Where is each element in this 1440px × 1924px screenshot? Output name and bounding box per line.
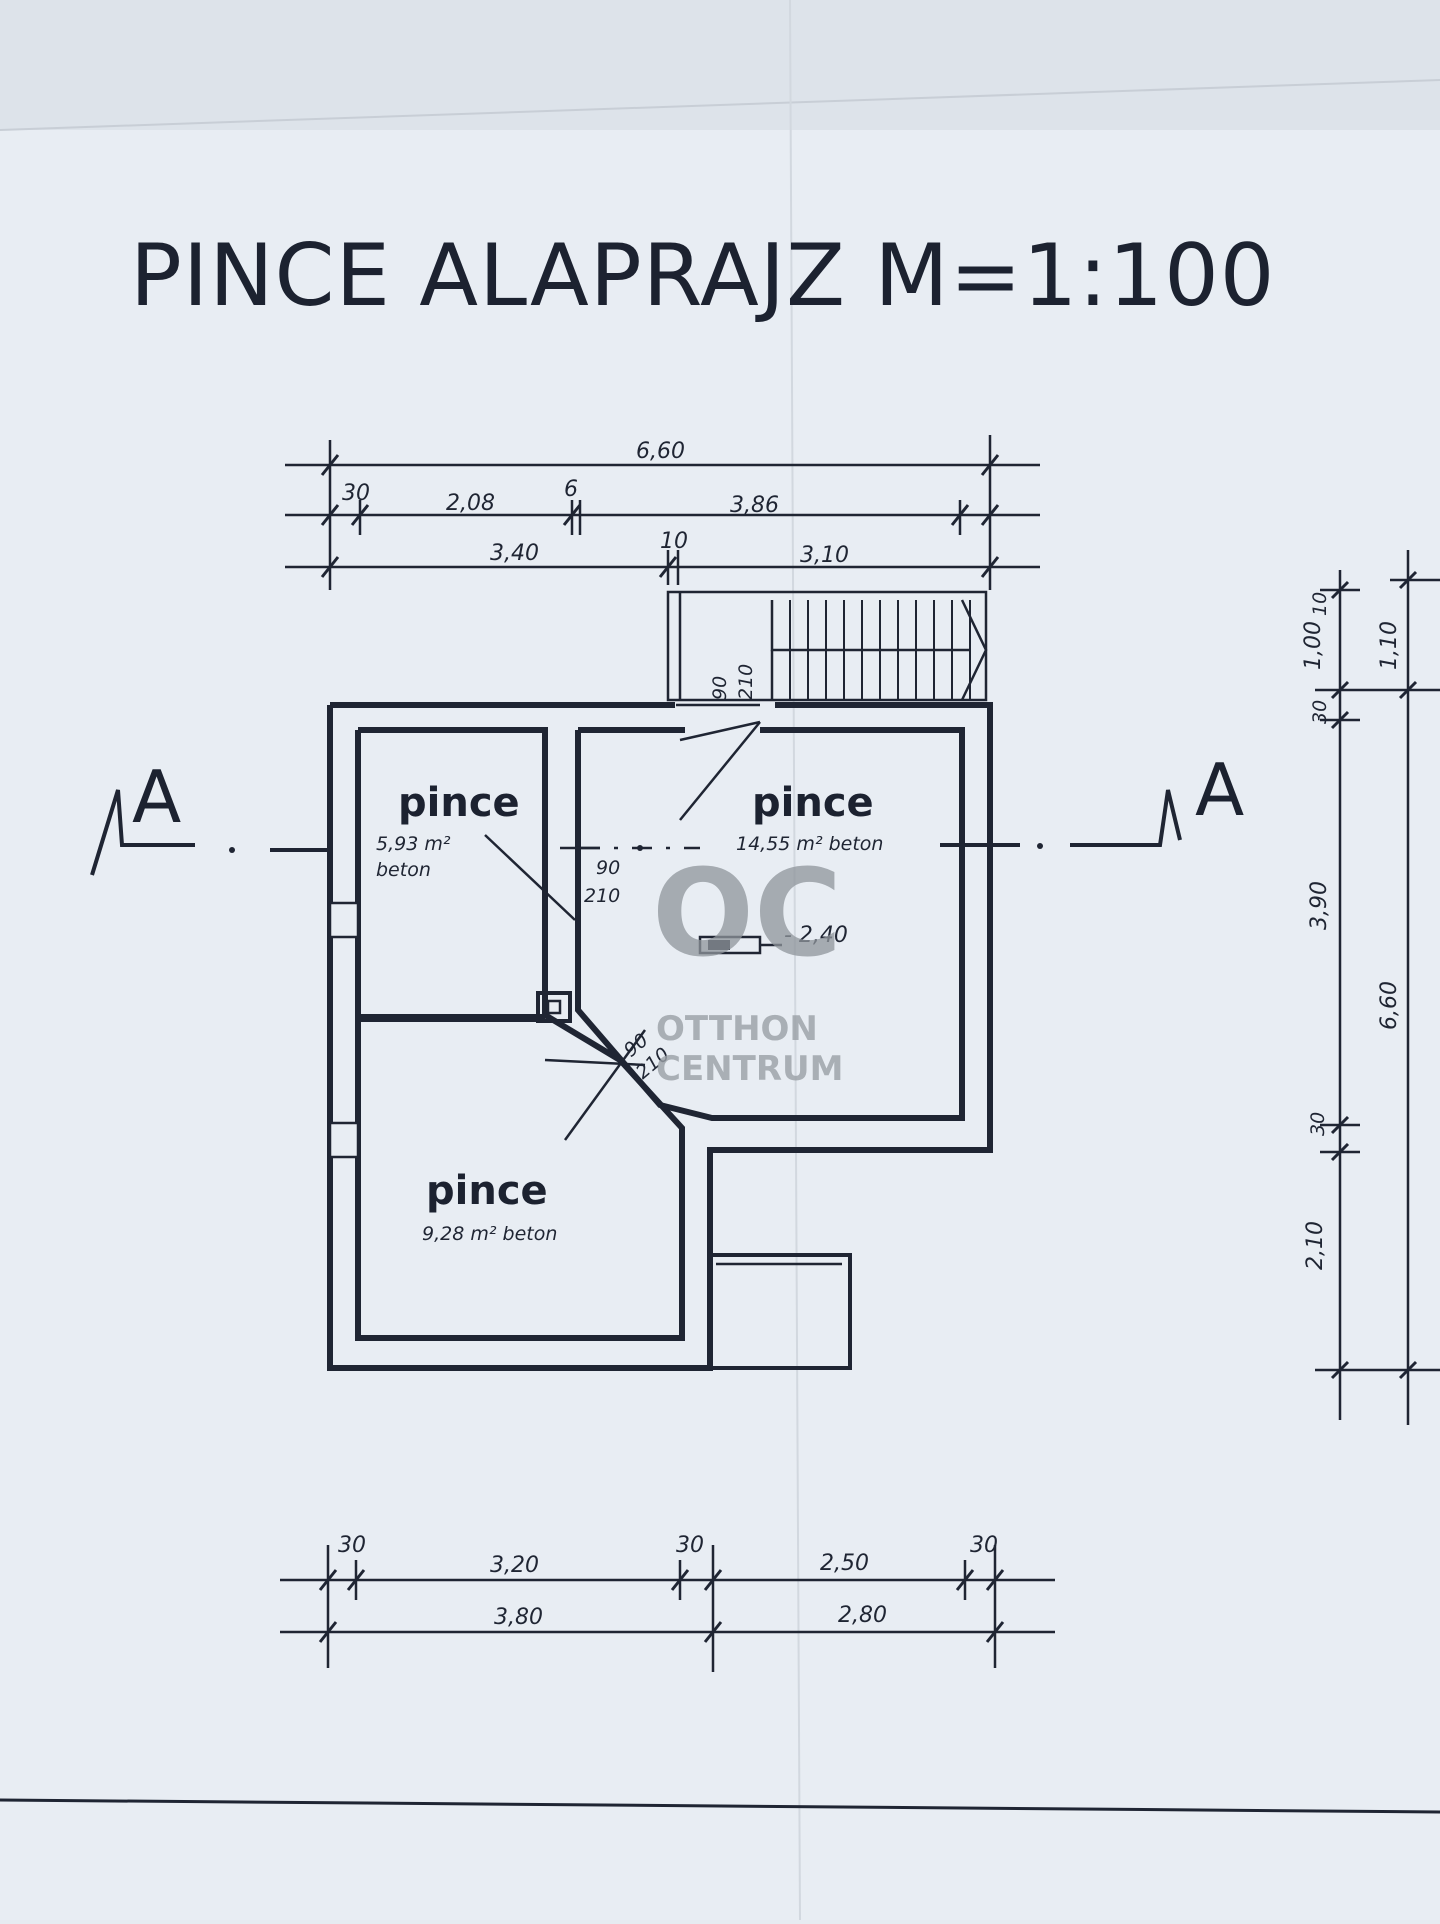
dim-top-f: 10 <box>660 529 688 554</box>
right-dimension-chain: 10 1,00 1,10 30 3,90 6,60 30 2,10 <box>1301 550 1440 1425</box>
stairs <box>666 590 988 702</box>
dim-top-g: 3,10 <box>800 543 849 568</box>
room-3-area: 9,28 m² beton <box>422 1223 557 1245</box>
room-3-name: pince <box>426 1168 548 1214</box>
dim-right-h: 2,10 <box>1303 1221 1328 1270</box>
dim-top-d: 3,86 <box>730 493 779 518</box>
dim-top-total: 6,60 <box>636 439 685 464</box>
watermark-logo: OC <box>652 845 842 984</box>
watermark-line-2: CENTRUM <box>656 1049 843 1089</box>
section-mark-right: A <box>1195 748 1244 832</box>
dim-right-f: 6,60 <box>1377 981 1402 1030</box>
room-1-material: beton <box>376 859 431 881</box>
dim-bot-b: 3,20 <box>490 1553 539 1578</box>
dim-top-c: 6 <box>564 477 578 502</box>
top-dimension-chain: 6,60 30 2,08 6 3,86 3,40 10 3,10 <box>285 435 1040 590</box>
room-2-area: 14,55 m² beton <box>736 833 883 855</box>
door1-width: 90 <box>709 676 731 700</box>
door-swings: 90 210 90 210 90 210 <box>484 664 761 1141</box>
fold-line-vertical <box>789 0 801 1921</box>
room-label-2: pince 14,55 m² beton <box>736 780 883 855</box>
dim-right-a: 10 <box>1309 592 1331 616</box>
section-mark-left: A <box>132 755 181 839</box>
dim-bot-g: 2,80 <box>838 1603 887 1628</box>
dim-bot-e: 30 <box>970 1533 998 1558</box>
door2-height: 210 <box>584 885 620 907</box>
dim-right-d: 30 <box>1309 700 1331 724</box>
sheet-border-bottom <box>0 1798 1440 1814</box>
section-line-a-a: A A <box>90 748 1244 876</box>
dim-bot-c: 30 <box>676 1533 704 1558</box>
room-1-area: 5,93 m² <box>376 833 451 855</box>
dim-right-e: 3,90 <box>1307 881 1332 930</box>
building-walls <box>327 702 993 1371</box>
room-1-name: pince <box>398 780 520 826</box>
room-label-1: pince 5,93 m² beton <box>376 780 520 881</box>
dim-bot-d: 2,50 <box>820 1551 869 1576</box>
floor-level-value: - 2,40 <box>784 923 848 948</box>
room-2-name: pince <box>752 780 874 826</box>
dim-right-c: 1,10 <box>1377 621 1402 670</box>
door2-width: 90 <box>596 857 620 879</box>
dim-top-e: 3,40 <box>490 541 539 566</box>
fold-line <box>0 79 1440 131</box>
door1-height: 210 <box>735 664 757 700</box>
room-label-3: pince 9,28 m² beton <box>422 1168 557 1245</box>
plan-title: PINCE ALAPRAJZ M=1:100 <box>130 226 1276 326</box>
dim-right-g: 30 <box>1307 1112 1329 1136</box>
dim-top-b: 2,08 <box>446 491 495 516</box>
dim-bot-f: 3,80 <box>494 1605 543 1630</box>
dim-top-a: 30 <box>342 481 370 506</box>
dim-bot-a: 30 <box>338 1533 366 1558</box>
watermark: OC OTTHON CENTRUM <box>652 845 843 1089</box>
floor-level-mark: - 2,40 <box>698 923 848 955</box>
dim-right-b: 1,00 <box>1301 621 1326 670</box>
watermark-line-1: OTTHON <box>656 1009 818 1049</box>
paper-top-fold <box>0 0 1440 130</box>
bottom-dimension-chain: 30 3,20 30 2,50 30 3,80 2,80 <box>280 1533 1055 1672</box>
